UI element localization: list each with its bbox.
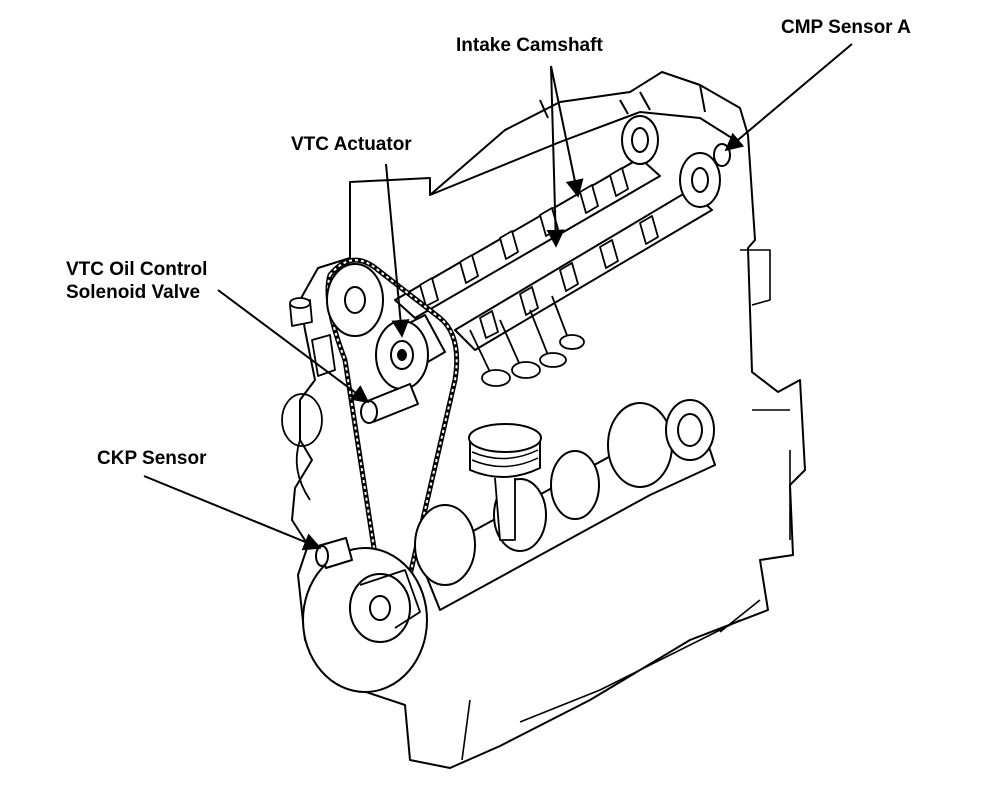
valves bbox=[469, 295, 585, 387]
vtc-oil-control-solenoid-valve bbox=[360, 383, 419, 424]
timing-housing bbox=[281, 297, 336, 501]
intake-camshaft-label: Intake Camshaft bbox=[456, 34, 603, 57]
crankshaft bbox=[414, 399, 716, 611]
exhaust-camshaft bbox=[454, 152, 721, 351]
cmp-sensor-a bbox=[713, 143, 731, 167]
cmp-sensor-a-leader bbox=[724, 43, 853, 152]
cylinder-head bbox=[429, 84, 736, 196]
piston bbox=[468, 423, 542, 541]
vtc-oil-control-label: VTC Oil Control Solenoid Valve bbox=[66, 258, 207, 304]
ckp-sensor-leader bbox=[143, 475, 322, 551]
ckp-sensor-label: CKP Sensor bbox=[97, 447, 206, 470]
intake-camshaft-text: Intake Camshaft bbox=[456, 35, 603, 56]
ckp-sensor-text: CKP Sensor bbox=[97, 448, 207, 469]
intake-camshaft-leader-1 bbox=[550, 65, 584, 198]
vtc-oil-control-text-line2: Solenoid Valve bbox=[66, 282, 201, 303]
vtc-actuator-label: VTC Actuator bbox=[291, 133, 412, 156]
exhaust-cam-sprocket bbox=[326, 263, 384, 337]
vtc-actuator-leader bbox=[385, 163, 410, 338]
crankshaft-pulley bbox=[302, 547, 428, 693]
cmp-sensor-a-text: CMP Sensor A bbox=[781, 17, 911, 38]
intake-camshaft-leader-2 bbox=[546, 65, 565, 248]
vtc-oil-control-leader bbox=[217, 289, 370, 404]
ckp-sensor bbox=[315, 537, 353, 569]
vtc-actuator-text: VTC Actuator bbox=[291, 134, 412, 155]
vtc-oil-control-text-line1: VTC Oil Control bbox=[66, 259, 208, 280]
intake-camshaft bbox=[394, 115, 661, 319]
cmp-sensor-a-label: CMP Sensor A bbox=[781, 16, 911, 39]
block-details bbox=[461, 249, 791, 761]
